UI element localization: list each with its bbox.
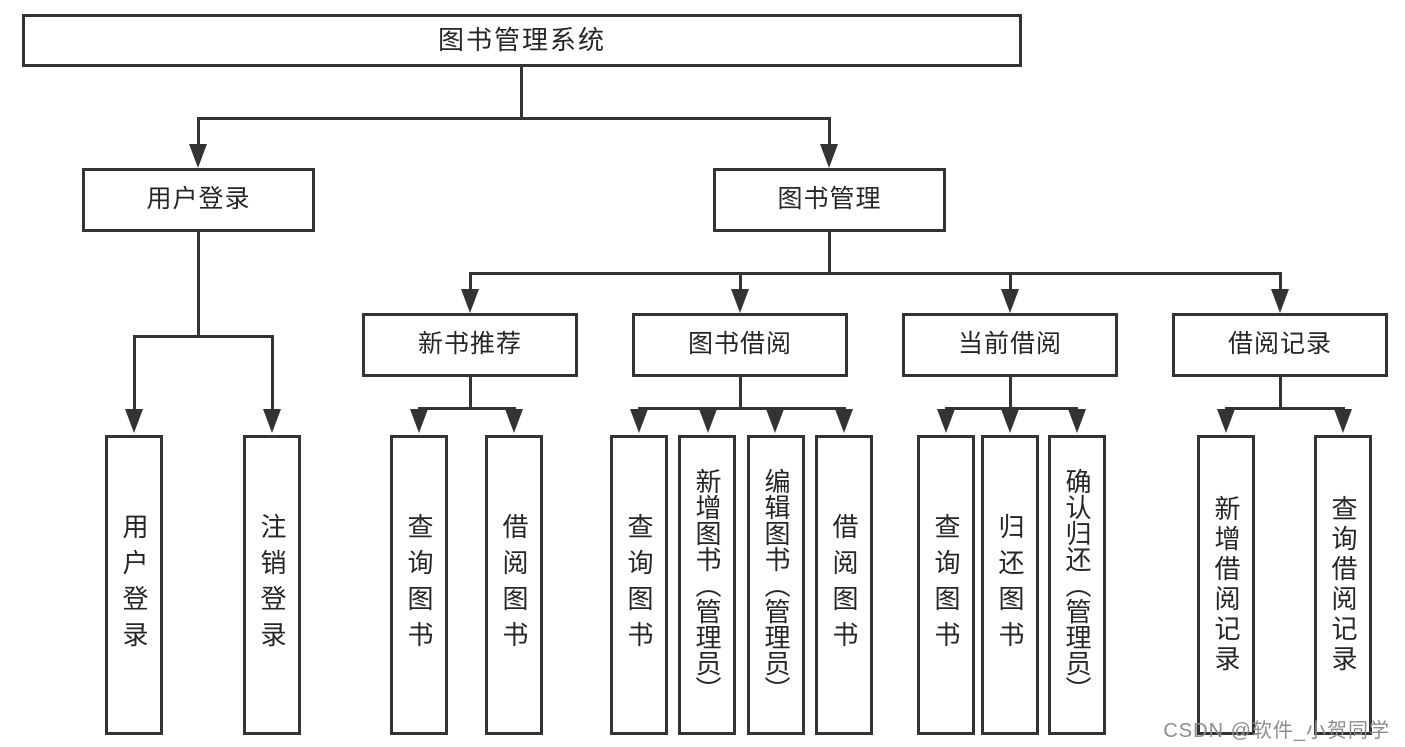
connector-line: [197, 117, 200, 146]
connector-arrow: [835, 409, 853, 433]
connector-arrow: [505, 409, 523, 433]
node-book-management: 图书管理: [713, 168, 946, 232]
leaf-edit-book-admin: 编辑图书（管理员）: [747, 435, 805, 735]
leaf-borrow-books-recommend: 借阅图书: [485, 435, 543, 735]
leaf-return-book: 归还图书: [981, 435, 1039, 735]
connector-arrow: [731, 289, 749, 313]
connector-line: [828, 117, 831, 146]
leaf-confirm-return-admin: 确认归还（管理员）: [1048, 435, 1106, 735]
leaf-add-book-admin: 新增图书（管理员）: [678, 435, 736, 735]
connector-line: [1279, 272, 1282, 292]
leaf-query-books-current: 查询图书: [917, 435, 975, 735]
connector-line: [739, 377, 742, 410]
connector-arrow: [1001, 289, 1019, 313]
connector-arrow: [699, 409, 717, 433]
connector-arrow: [461, 289, 479, 313]
connector-line: [1225, 407, 1345, 410]
connector-arrow: [937, 409, 955, 433]
connector-line: [469, 377, 472, 410]
node-library-management-system: 图书管理系统: [22, 14, 1022, 67]
connector-line: [197, 232, 200, 338]
connector-line: [945, 407, 1078, 410]
connector-line: [739, 272, 742, 292]
leaf-add-borrow-record: 新增借阅记录: [1197, 435, 1255, 735]
leaf-query-books-recommend: 查询图书: [390, 435, 448, 735]
connector-line: [469, 272, 472, 292]
node-book-borrowing: 图书借阅: [632, 313, 848, 377]
csdn-watermark: CSDN @软件_小贺同学: [1163, 720, 1390, 742]
connector-arrow: [1334, 409, 1352, 433]
connector-line: [133, 335, 136, 411]
connector-line: [271, 335, 274, 411]
connector-arrow: [1271, 289, 1289, 313]
connector-arrow: [189, 144, 207, 168]
connector-line: [418, 407, 516, 410]
connector-arrow: [820, 144, 838, 168]
connector-line: [520, 67, 523, 118]
connector-line: [828, 232, 831, 275]
leaf-user-login: 用户登录: [105, 435, 163, 735]
connector-line: [1009, 377, 1012, 410]
connector-line: [133, 335, 274, 338]
connector-arrow: [263, 409, 281, 433]
node-borrowing-records: 借阅记录: [1172, 313, 1388, 377]
connector-arrow: [1217, 409, 1235, 433]
node-new-book-recommend: 新书推荐: [362, 313, 578, 377]
connector-arrow: [410, 409, 428, 433]
leaf-query-borrow-record: 查询借阅记录: [1314, 435, 1372, 735]
connector-arrow: [766, 409, 784, 433]
connector-arrow: [125, 409, 143, 433]
connector-arrow: [1068, 409, 1086, 433]
connector-line: [1279, 377, 1282, 410]
leaf-query-books-borrow: 查询图书: [610, 435, 668, 735]
node-current-borrowing: 当前借阅: [902, 313, 1118, 377]
node-user-login: 用户登录: [82, 168, 315, 232]
connector-line: [197, 117, 830, 120]
connector-arrow: [1001, 409, 1019, 433]
leaf-logout: 注销登录: [243, 435, 301, 735]
connector-line: [469, 272, 1282, 275]
connector-line: [638, 407, 846, 410]
connector-line: [1009, 272, 1012, 292]
leaf-borrow-books: 借阅图书: [815, 435, 873, 735]
connector-arrow: [630, 409, 648, 433]
